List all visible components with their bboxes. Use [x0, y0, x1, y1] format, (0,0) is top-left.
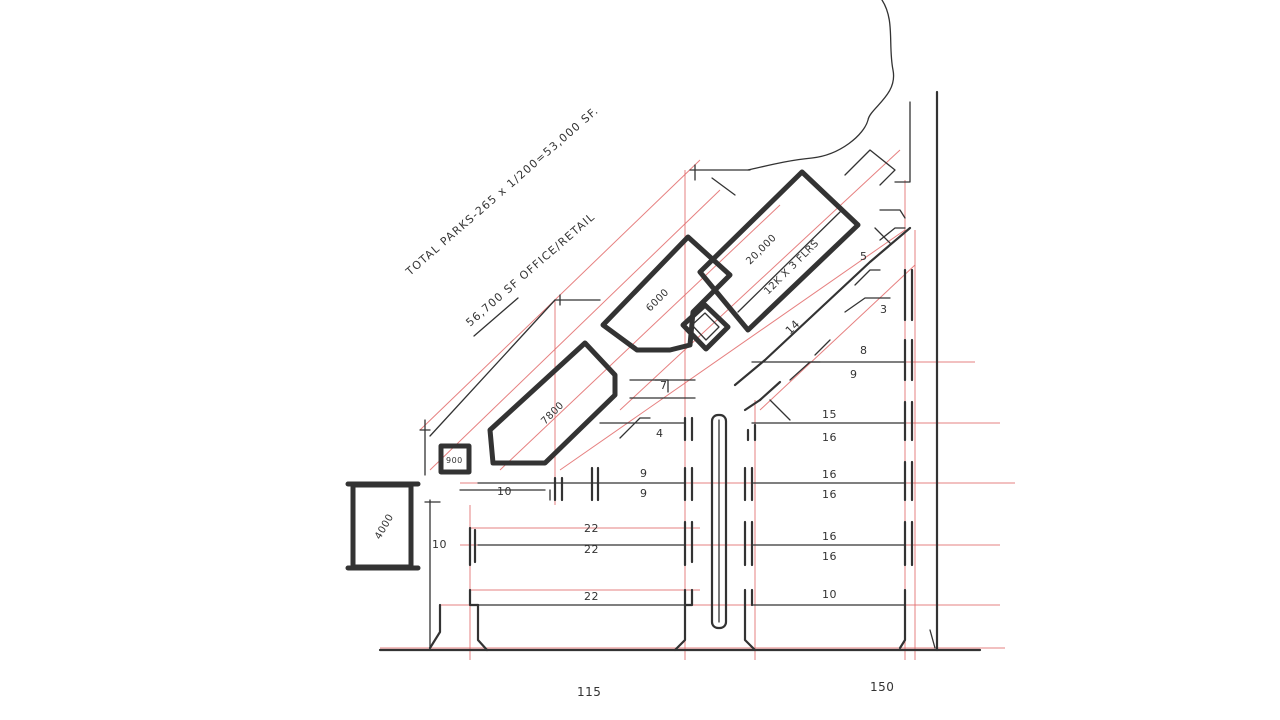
construction-lines — [380, 149, 1015, 660]
count-16d: 16 — [822, 530, 837, 543]
count-8: 8 — [860, 344, 868, 357]
label-4000: 4000 — [373, 512, 396, 541]
label-20000: 20,000 — [744, 232, 779, 267]
building-20000 — [697, 169, 861, 333]
building-900 — [438, 443, 472, 475]
count-4: 4 — [656, 427, 664, 440]
count-16c: 16 — [822, 488, 837, 501]
count-10b: 10 — [432, 538, 447, 551]
count-9b: 9 — [640, 487, 648, 500]
dimension-lines — [419, 164, 751, 651]
office-retail-underline — [473, 297, 519, 337]
count-16a: 16 — [822, 431, 837, 444]
building-6000 — [600, 234, 733, 353]
count-10c: 10 — [822, 588, 837, 601]
count-16b: 16 — [822, 468, 837, 481]
building-4000 — [345, 481, 421, 571]
parking-east — [733, 149, 914, 652]
count-9a: 9 — [640, 467, 648, 480]
count-15: 15 — [822, 408, 837, 421]
label-7800: 7800 — [539, 400, 566, 427]
count-9c: 9 — [850, 368, 858, 381]
count-5: 5 — [860, 250, 868, 263]
center-median — [710, 413, 728, 630]
office-retail-note: 56,700 SF OFFICE/RETAIL — [463, 210, 597, 329]
dimension-115: 115 — [577, 685, 601, 699]
count-7: 7 — [660, 379, 668, 392]
count-16e: 16 — [822, 550, 837, 563]
building-7800 — [487, 340, 618, 466]
label-6000: 6000 — [644, 287, 671, 314]
parking-west — [428, 379, 696, 652]
count-22a: 22 — [584, 522, 599, 535]
count-3: 3 — [880, 303, 888, 316]
building-small-square — [680, 302, 731, 352]
count-10a: 10 — [497, 485, 512, 498]
dimension-150: 150 — [870, 680, 894, 694]
stall-counts: 7 4 9 9 10 10 22 22 22 5 3 14 8 9 15 16 … — [432, 250, 888, 603]
count-14: 14 — [783, 317, 803, 337]
label-900: 900 — [446, 456, 463, 465]
total-parks-note: TOTAL PARKS-265 x 1/200=53,000 SF. — [403, 104, 602, 279]
site-edges — [378, 90, 982, 652]
property-boundary-curve — [747, 0, 895, 171]
count-22c: 22 — [584, 590, 599, 603]
notes: TOTAL PARKS-265 x 1/200=53,000 SF. 56,70… — [403, 104, 602, 337]
count-22b: 22 — [584, 543, 599, 556]
frontage-dimensions: 115 150 — [577, 680, 894, 699]
